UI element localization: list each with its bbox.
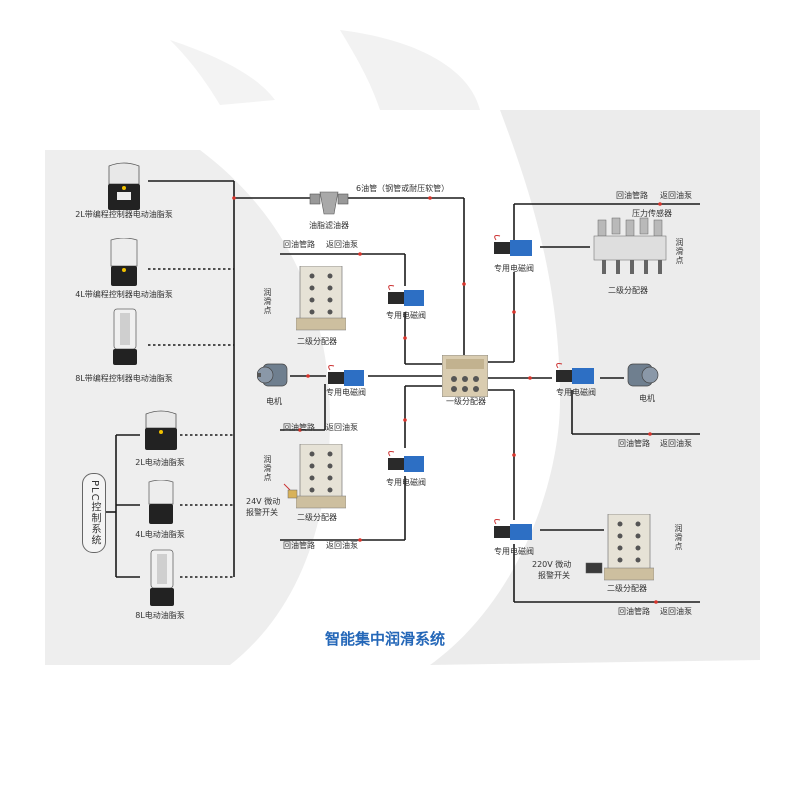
alarm-switch-label: 报警开关: [246, 508, 278, 517]
secondary-distributor-label: 二级分配器: [608, 286, 648, 295]
lube-point-label: 润滑点: [263, 455, 272, 482]
solenoid-valve-icon: [388, 451, 424, 472]
motor-icon: [256, 363, 288, 387]
filter-label: 油脂滤油器: [309, 221, 349, 230]
pipe-label: 6油管（钢管或耐压软管）: [356, 184, 450, 193]
solenoid-valve-icon: [556, 363, 594, 384]
pump-2l-programmable[interactable]: [103, 162, 145, 214]
distributor-block-icon: [295, 443, 347, 509]
solenoid-valve[interactable]: [492, 518, 536, 544]
return-pump-label: 返回油泵: [660, 439, 692, 448]
pump-4l-label: 4L电动油脂泵: [135, 530, 185, 539]
grease-pump-icon: [110, 237, 138, 286]
return-pump-label: 返回油泵: [326, 240, 358, 249]
switch-24v-label: 24V 微动: [246, 497, 281, 506]
return-pump-label: 返回油泵: [326, 423, 358, 432]
return-pipe-label: 回油管路: [618, 439, 650, 448]
flow-markers: [232, 196, 662, 604]
motor-label: 电机: [639, 394, 655, 403]
grease-pump-icon: [148, 479, 174, 524]
plc-control-system[interactable]: PLC控制系统: [82, 473, 106, 553]
pump-8l[interactable]: [147, 548, 177, 608]
secondary-distributor[interactable]: [295, 265, 347, 334]
solenoid-valve[interactable]: [386, 284, 426, 310]
solenoid-valve-icon: [388, 285, 424, 306]
pump-2l[interactable]: [141, 410, 181, 452]
pump-4l-programmable[interactable]: [107, 237, 141, 288]
return-pump-label: 返回油泵: [660, 191, 692, 200]
solenoid-valve-label: 专用电磁阀: [556, 388, 596, 397]
pump-4l[interactable]: [145, 479, 177, 526]
pump-4l-programmable-label: 4L带编程控制器电动油脂泵: [75, 290, 173, 299]
solenoid-valve-label: 专用电磁阀: [326, 388, 366, 397]
pump-8l-label: 8L电动油脂泵: [135, 611, 185, 620]
lube-point-label: 润滑点: [674, 524, 683, 551]
secondary-distributor[interactable]: [603, 513, 655, 584]
pump-2l-label: 2L电动油脂泵: [135, 458, 185, 467]
switch-icon: [283, 483, 298, 499]
return-pipe-label: 回油管路: [618, 607, 650, 616]
switch-220v-label: 220V 微动: [532, 560, 572, 569]
micro-switch[interactable]: [584, 560, 606, 576]
pump-2l-programmable-label: 2L带编程控制器电动油脂泵: [75, 210, 173, 219]
return-pump-label: 返回油泵: [326, 541, 358, 550]
solenoid-valve-icon: [328, 365, 364, 386]
secondary-distributor-label: 二级分配器: [297, 513, 337, 522]
distributor-block-icon: [593, 217, 667, 274]
pump-8l-programmable[interactable]: [110, 307, 140, 367]
grease-filter[interactable]: [308, 186, 350, 218]
solenoid-valve-icon: [494, 519, 532, 540]
secondary-distributor-with-sensors[interactable]: [592, 216, 668, 282]
return-pipe-label: 回油管路: [283, 541, 315, 550]
solenoid-valve[interactable]: [386, 450, 426, 476]
micro-switch[interactable]: [282, 482, 298, 500]
solenoid-valve-label: 专用电磁阀: [386, 478, 426, 487]
distributor-block-icon: [603, 513, 655, 581]
lube-point-label: 润滑点: [263, 288, 272, 315]
grease-pump-icon: [145, 410, 177, 450]
motor-icon: [627, 363, 659, 387]
secondary-distributor-label: 二级分配器: [607, 584, 647, 593]
filter-icon: [309, 191, 349, 215]
solenoid-valve-label: 专用电磁阀: [494, 547, 534, 556]
diagram-title: 智能集中润滑系统: [324, 630, 446, 648]
alarm-switch-label: 报警开关: [538, 571, 570, 580]
secondary-distributor-label: 二级分配器: [297, 337, 337, 346]
solenoid-valve-icon: [494, 235, 532, 256]
return-pipe-label: 回油管路: [283, 423, 315, 432]
motor-label: 电机: [266, 397, 282, 406]
distributor-block-icon: [441, 354, 489, 398]
solenoid-valve[interactable]: [326, 364, 366, 390]
return-pump-label: 返回油泵: [660, 607, 692, 616]
pump-8l-programmable-label: 8L带编程控制器电动油脂泵: [75, 374, 173, 383]
pressure-sensor-label: 压力传感器: [632, 209, 672, 218]
grease-pump-icon: [113, 308, 137, 365]
motor[interactable]: [256, 360, 291, 390]
motor[interactable]: [624, 360, 660, 390]
primary-distributor[interactable]: [441, 354, 489, 398]
secondary-distributor[interactable]: [295, 443, 347, 512]
return-pipe-label: 回油管路: [283, 240, 315, 249]
lube-point-label: 润滑点: [675, 238, 684, 265]
distributor-block-icon: [295, 265, 347, 331]
solenoid-valve[interactable]: [554, 362, 598, 388]
return-pipe-label: 回油管路: [616, 191, 648, 200]
primary-distributor-label: 一级分配器: [446, 397, 486, 406]
grease-pump-icon: [150, 549, 174, 606]
switch-icon: [585, 562, 603, 574]
solenoid-valve-label: 专用电磁阀: [386, 311, 426, 320]
solenoid-valve[interactable]: [492, 234, 536, 260]
grease-pump-icon: [108, 162, 140, 210]
solenoid-valve-label: 专用电磁阀: [494, 264, 534, 273]
